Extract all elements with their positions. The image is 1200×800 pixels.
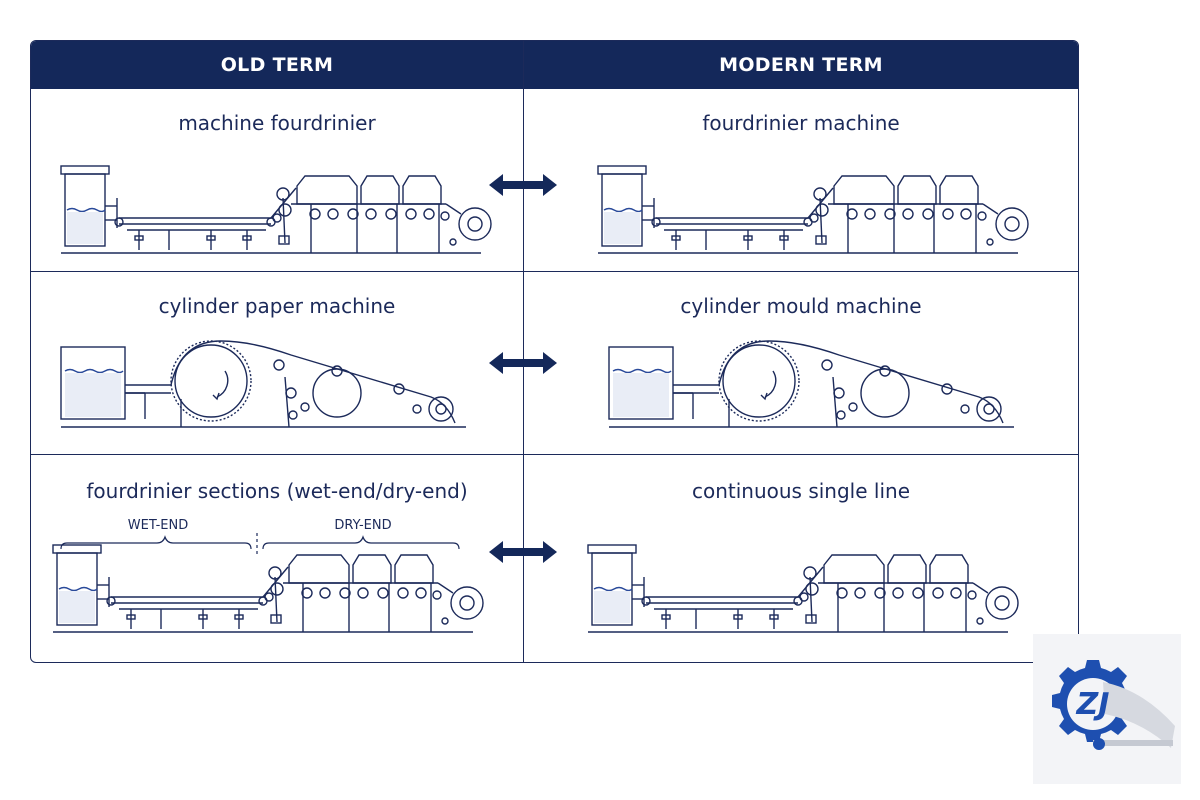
header-modern-term: MODERN TERM [719, 54, 883, 76]
fourdrinier-machine-diagram [597, 165, 1029, 254]
cylinder-machine-diagram [608, 340, 1015, 428]
row-divider [31, 454, 1078, 455]
table-header: OLD TERM MODERN TERM [31, 41, 1078, 89]
comparison-table: OLD TERM MODERN TERM machine fourdrinier… [30, 40, 1079, 663]
old-term-label: fourdrinier sections (wet-end/dry-end) [86, 479, 468, 503]
modern-term-label: fourdrinier machine [702, 111, 900, 135]
double-arrow-icon [489, 352, 557, 374]
logo-letters: ZJ [1076, 687, 1110, 722]
double-arrow-icon [489, 541, 557, 563]
double-arrow-icon [489, 174, 557, 196]
fourdrinier-sections-diagram [52, 544, 484, 633]
header-old-term: OLD TERM [220, 54, 334, 76]
modern-term-label: continuous single line [691, 479, 910, 503]
old-term-label: machine fourdrinier [178, 111, 376, 135]
modern-term-label: cylinder mould machine [680, 294, 922, 318]
brand-logo: ZJ [1033, 634, 1181, 784]
old-term-label: cylinder paper machine [158, 294, 396, 318]
row-divider [31, 271, 1078, 272]
fourdrinier-machine-diagram [60, 165, 492, 254]
dry-end-label: DRY-END [334, 518, 391, 533]
column-divider [523, 41, 524, 662]
wet-end-label: WET-END [128, 518, 188, 533]
section-brackets: WET-END DRY-END [57, 518, 477, 549]
cylinder-machine-diagram [60, 340, 467, 428]
continuous-line-diagram [587, 544, 1019, 633]
